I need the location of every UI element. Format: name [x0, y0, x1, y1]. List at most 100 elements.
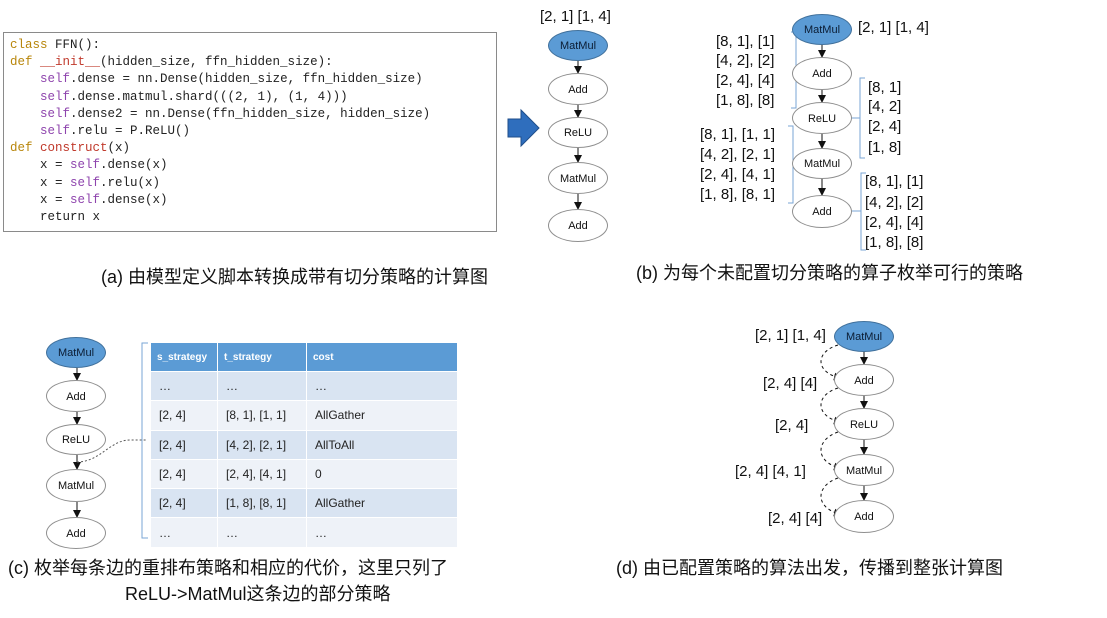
code-line: return x — [10, 209, 496, 226]
propagation-label: [2, 4] [4] — [768, 510, 823, 527]
panel-a-caption: (a) 由模型定义脚本转换成带有切分策略的计算图 — [101, 267, 488, 287]
transform-arrow-icon — [507, 108, 540, 148]
propagation-label: [2, 1] [1, 4] — [755, 327, 826, 344]
node-add: Add — [792, 57, 852, 90]
table-cell: … — [217, 517, 307, 547]
panel-c-caption-line2: ReLU->MatMul这条边的部分策略 — [125, 584, 391, 604]
table-cell: [2, 4] — [151, 429, 218, 460]
strategy-label: [8, 1], [1, 1] — [700, 126, 776, 143]
code-token: self — [70, 175, 101, 190]
node-relu: ReLU — [792, 102, 852, 134]
code-token: x = — [10, 175, 71, 190]
node-add: Add — [792, 195, 852, 228]
node-matmul: MatMul — [834, 454, 894, 486]
table-row: [2, 4] [4, 2], [2, 1] AllToAll — [151, 429, 458, 460]
code-token: self — [70, 192, 101, 207]
node-add: Add — [834, 364, 894, 396]
code-token: .dense.matmul.shard(((2, 1), (1, 4))) — [70, 89, 348, 104]
node-add: Add — [548, 73, 608, 105]
table-row: [2, 4] [8, 1], [1, 1] AllGather — [151, 400, 458, 431]
node-relu: ReLU — [46, 424, 106, 455]
table-cell: AllToAll — [306, 429, 458, 460]
strategy-label: [1, 8] — [868, 139, 902, 156]
table-cell: 0 — [306, 458, 458, 489]
code-token: self — [70, 158, 101, 173]
node-add: Add — [46, 517, 106, 549]
strategy-label: [1, 8], [8, 1] — [700, 186, 776, 203]
strategy-label: [1, 8], [8] — [716, 92, 775, 109]
panel-c-caption-line1: (c) 枚举每条边的重排布策略和相应的代价，这里只列了 — [8, 558, 448, 578]
code-token: def — [10, 141, 33, 156]
table-cell: [2, 4], [4, 1] — [217, 458, 307, 489]
code-line: self.relu = P.ReLU() — [10, 123, 496, 140]
node-matmul: MatMul — [792, 148, 852, 179]
code-token: self — [40, 72, 71, 87]
table-row: … … … — [151, 370, 458, 401]
table-cell: [2, 4] — [151, 458, 218, 489]
code-snippet: class FFN():def __init__(hidden_size, ff… — [3, 32, 497, 232]
node-matmul: MatMul — [548, 30, 608, 61]
panel-a-top-label: [2, 1] [1, 4] — [540, 8, 611, 25]
node-relu: ReLU — [834, 408, 894, 440]
code-token: self — [40, 123, 71, 138]
strategy-label: [2, 4], [4] — [865, 214, 924, 231]
code-token: .dense(x) — [100, 192, 168, 207]
strategy-label: [4, 2] — [868, 98, 902, 115]
table-header: t_strategy — [217, 343, 307, 372]
table-cell: … — [306, 370, 458, 401]
table-row: [2, 4] [2, 4], [4, 1] 0 — [151, 458, 458, 489]
strategy-label: [2, 4], [4] — [716, 72, 775, 89]
node-add: Add — [46, 380, 106, 412]
node-add: Add — [834, 500, 894, 533]
table-cell: [2, 4] — [151, 488, 218, 518]
strategy-label: [4, 2], [2, 1] — [700, 146, 776, 163]
table-cell: … — [151, 370, 218, 401]
panel-b-top-label: [2, 1] [1, 4] — [858, 19, 929, 36]
code-line: self.dense = nn.Dense(hidden_size, ffn_h… — [10, 71, 496, 88]
table-header: cost — [306, 343, 458, 372]
code-line: x = self.dense(x) — [10, 192, 496, 209]
strategy-label: [4, 2], [2] — [716, 52, 775, 69]
code-line: self.dense2 = nn.Dense(ffn_hidden_size, … — [10, 106, 496, 123]
table-cell: [8, 1], [1, 1] — [217, 400, 307, 431]
table-header: s_strategy — [151, 343, 218, 372]
node-relu: ReLU — [548, 117, 608, 148]
code-token: .relu(x) — [100, 175, 161, 190]
propagation-label: [2, 4] [4] — [763, 375, 818, 392]
table-cell: … — [306, 517, 458, 547]
node-matmul: MatMul — [548, 162, 608, 194]
code-token: .dense2 = nn.Dense(ffn_hidden_size, hidd… — [70, 106, 431, 121]
code-token: (hidden_size, ffn_hidden_size): — [100, 55, 333, 70]
code-line: class FFN(): — [10, 37, 496, 54]
code-token: return x — [10, 209, 101, 224]
code-token: def — [10, 55, 33, 70]
table-row: [2, 4] [1, 8], [8, 1] AllGather — [151, 488, 458, 518]
code-token: .dense(x) — [100, 158, 168, 173]
strategy-label: [1, 8], [8] — [865, 234, 924, 251]
strategy-label: [4, 2], [2] — [865, 194, 924, 211]
code-line: x = self.dense(x) — [10, 157, 496, 174]
code-token: .dense = nn.Dense(hidden_size, ffn_hidde… — [70, 72, 423, 87]
node-add: Add — [548, 209, 608, 242]
code-token: (x) — [107, 141, 131, 156]
code-token: FFN(): — [47, 38, 101, 52]
code-token: self — [40, 106, 71, 121]
code-token: x = — [10, 158, 71, 173]
strategy-label: [2, 4] — [868, 118, 902, 135]
propagation-label: [2, 4] [4, 1] — [735, 463, 806, 480]
table-cell: [2, 4] — [151, 400, 218, 431]
node-matmul: MatMul — [834, 321, 894, 352]
code-token: construct — [32, 141, 108, 156]
redistribution-cost-table: s_strategy t_strategy cost … … … [2, 4] … — [151, 343, 458, 547]
table-cell: … — [217, 370, 307, 401]
table-cell: AllGather — [306, 488, 458, 518]
strategy-label: [8, 1], [1] — [716, 33, 775, 50]
code-token: x = — [10, 192, 71, 207]
node-matmul: MatMul — [46, 337, 106, 368]
code-line: def __init__(hidden_size, ffn_hidden_siz… — [10, 54, 496, 71]
propagation-label: [2, 4] — [775, 417, 809, 434]
node-matmul: MatMul — [46, 469, 106, 502]
code-token: .relu = P.ReLU() — [70, 123, 191, 138]
strategy-label: [2, 4], [4, 1] — [700, 166, 776, 183]
code-token: self — [40, 89, 71, 104]
